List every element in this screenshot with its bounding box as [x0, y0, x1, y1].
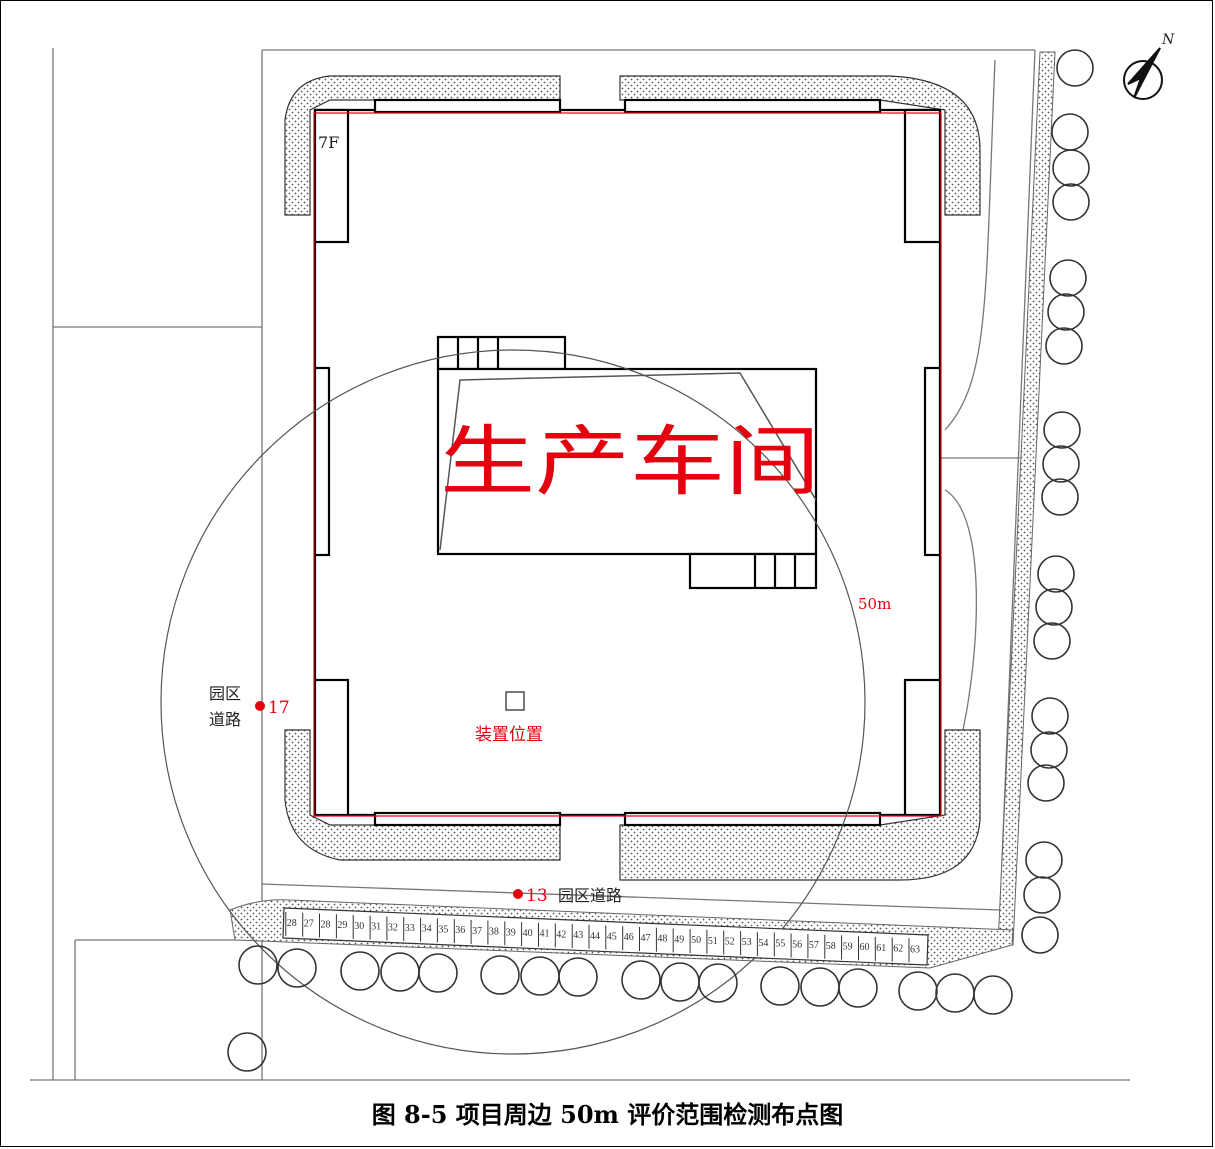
parking-number: 44 [590, 931, 600, 942]
device-position-marker [505, 691, 525, 711]
parking-number: 63 [910, 944, 920, 955]
parking-number: 48 [657, 934, 667, 945]
parking-number: 62 [893, 944, 903, 955]
monitoring-point-13-id: 13 [526, 886, 548, 906]
parking-number: 42 [556, 929, 566, 940]
planting-beds [284, 75, 981, 881]
parking-number: 43 [573, 930, 583, 941]
monitoring-point-17 [255, 701, 265, 711]
parking-number: 57 [809, 940, 819, 951]
floor-label: 7F [318, 133, 339, 152]
parking-number: 37 [472, 926, 482, 937]
parking-number: 41 [540, 929, 550, 940]
project-red-boundary [313, 112, 942, 817]
parking-number: 45 [607, 932, 617, 943]
figure-caption: 图 8-5 项目周边 50m 评价范围检测布点图 [371, 1100, 844, 1129]
parking-number: 52 [725, 937, 735, 948]
parking-number: 32 [388, 922, 398, 933]
trees-bottom [227, 945, 1013, 1072]
monitoring-point-17-id: 17 [268, 698, 290, 718]
parking-number: 53 [742, 937, 752, 948]
north-arrow-icon [1123, 47, 1163, 100]
parking-number: 59 [843, 942, 853, 953]
site-plan-map: 28 27 28 29 30 31 32 33 34 35 36 37 38 39 40 41 42 43 44 45… [30, 32, 1175, 1081]
point-17-road-line1: 园区 [209, 684, 241, 703]
parking-number: 27 [304, 919, 314, 930]
radius-label: 50m [858, 595, 891, 613]
parking-number: 36 [455, 925, 465, 936]
trees-right [1021, 49, 1094, 954]
parking-number: 28 [321, 920, 331, 931]
building-name: 生产车间 [440, 417, 820, 506]
parking-number: 47 [641, 933, 651, 944]
parking-number: 58 [826, 941, 836, 952]
inner-core [436, 335, 818, 590]
parking-number: 61 [876, 943, 886, 954]
point-17-road-line2: 道路 [209, 710, 241, 729]
parking-number: 38 [489, 927, 499, 938]
point-13-road: 园区道路 [558, 886, 622, 905]
parking-number: 40 [523, 928, 533, 939]
monitoring-point-13 [513, 889, 523, 899]
parking-number: 29 [337, 920, 347, 931]
parking-number: 31 [371, 922, 381, 933]
radius-50m-circle [160, 349, 866, 1055]
parking-stalls: 28 27 28 29 30 31 32 33 34 35 36 37 38 39 40 41 42 43 44 45… [282, 907, 929, 966]
device-position-label: 装置位置 [475, 725, 543, 745]
roof-line [439, 372, 817, 551]
parking-number: 28 [287, 918, 297, 929]
north-label: N [1161, 32, 1175, 48]
parking-number: 49 [674, 934, 684, 945]
parking-number: 50 [691, 935, 701, 946]
parking-number: 33 [405, 923, 415, 934]
parking-number: 34 [422, 924, 432, 935]
parking-number: 55 [775, 939, 785, 950]
parking-number: 54 [758, 938, 768, 949]
parking-number: 30 [354, 921, 364, 932]
parking-number: 39 [506, 927, 516, 938]
parking-number: 51 [708, 936, 718, 947]
parking-number: 56 [792, 939, 802, 950]
parking-number: 60 [860, 942, 870, 953]
parking-number: 46 [624, 932, 634, 943]
parking-number: 35 [438, 924, 448, 935]
